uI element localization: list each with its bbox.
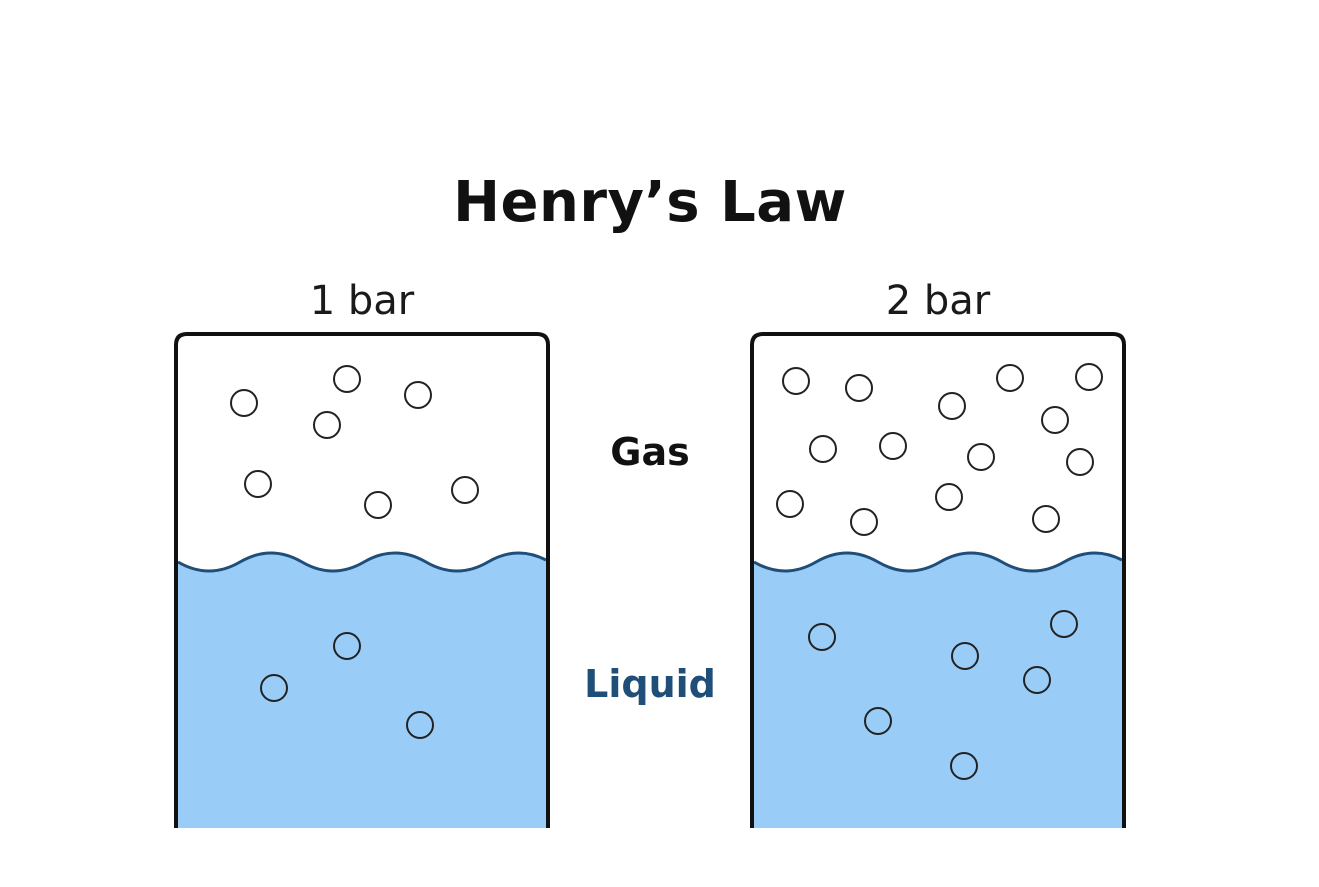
dissolved-bubble (333, 632, 361, 660)
gas-bubble (879, 432, 907, 460)
gas-bubble (776, 490, 804, 518)
gas-bubble (938, 392, 966, 420)
liquid-surface-wave-1-bar (177, 551, 547, 573)
dissolved-bubble (406, 711, 434, 739)
gas-phase-label: Gas (610, 430, 690, 474)
dissolved-bubble (951, 642, 979, 670)
gas-bubble (230, 389, 258, 417)
gas-bubble (967, 443, 995, 471)
gas-bubble (333, 365, 361, 393)
dissolved-bubble (1050, 610, 1078, 638)
gas-bubble (809, 435, 837, 463)
gas-bubble (935, 483, 963, 511)
gas-bubble (845, 374, 873, 402)
dissolved-bubble (260, 674, 288, 702)
gas-bubble (782, 367, 810, 395)
liquid-surface-wave-2-bar (753, 551, 1123, 573)
gas-bubble (244, 470, 272, 498)
gas-bubbles-2-bar (776, 363, 1103, 536)
dissolved-bubble (808, 623, 836, 651)
container-1-bar (174, 332, 550, 828)
gas-bubble (1066, 448, 1094, 476)
gas-bubble (996, 364, 1024, 392)
pressure-label-2-bar: 2 bar (885, 278, 991, 324)
gas-bubbles-1-bar (230, 365, 479, 519)
gas-bubble (404, 381, 432, 409)
dissolved-bubble (950, 752, 978, 780)
gas-bubble (364, 491, 392, 519)
diagram-title: Henry’s Law (453, 170, 847, 235)
container-outline-2-bar (750, 332, 1126, 828)
container-outline-1-bar (174, 332, 550, 828)
dissolved-bubble (864, 707, 892, 735)
liquid-bubbles-1-bar (260, 632, 434, 739)
liquid-bubbles-2-bar (808, 610, 1078, 780)
liquid-region-1-bar (178, 552, 546, 828)
liquid-phase-label: Liquid (584, 662, 716, 706)
gas-bubble (313, 411, 341, 439)
gas-bubble (1041, 406, 1069, 434)
gas-bubble (1032, 505, 1060, 533)
gas-bubble (850, 508, 878, 536)
container-2-bar (750, 332, 1126, 828)
gas-bubble (1075, 363, 1103, 391)
pressure-label-1-bar: 1 bar (309, 278, 415, 324)
gas-bubble (451, 476, 479, 504)
liquid-region-2-bar (754, 552, 1122, 828)
dissolved-bubble (1023, 666, 1051, 694)
